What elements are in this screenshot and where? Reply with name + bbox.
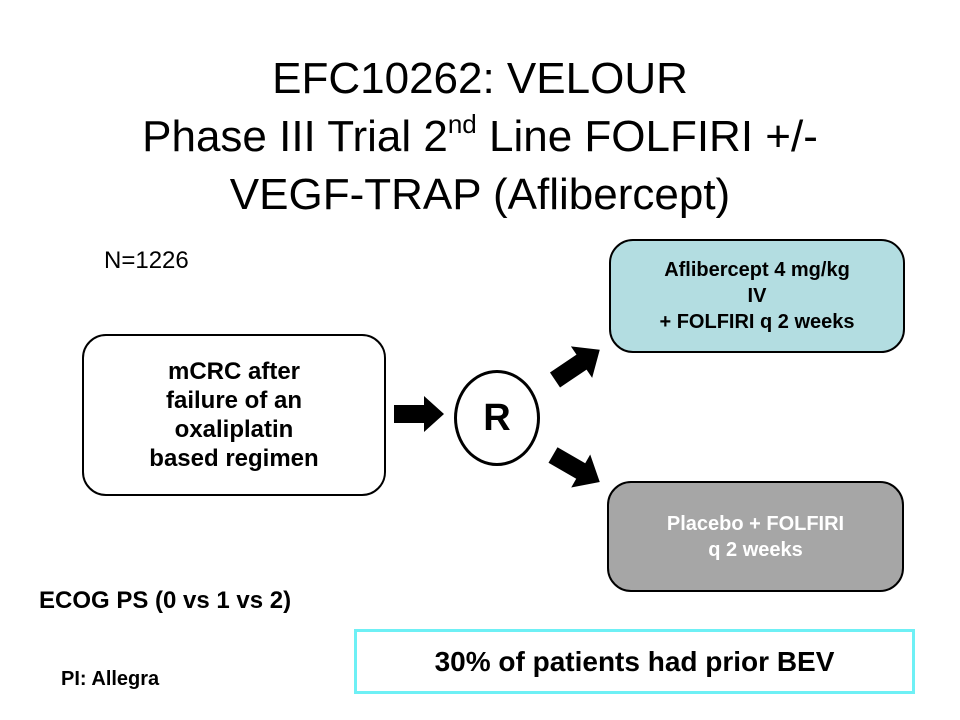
stratification-label: ECOG PS (0 vs 1 vs 2) (39, 587, 292, 614)
title-line-2-end: Line FOLFIRI +/- (476, 112, 818, 161)
randomization-circle: R (454, 370, 540, 466)
population-line: based regimen (149, 445, 319, 472)
arm-a-line: + FOLFIRI q 2 weeks (659, 311, 855, 333)
arm-a-line: IV (747, 285, 767, 307)
arrow-to-arm-b-icon (548, 447, 600, 488)
title-line-2-superscript: nd (447, 109, 477, 139)
prior-bev-callout: 30% of patients had prior BEV (354, 629, 915, 694)
population-line: mCRC after (167, 358, 301, 385)
arrow-to-randomization-icon (394, 396, 444, 432)
arm-a-line: Aflibercept 4 mg/kg (664, 259, 850, 281)
population-line: failure of an (165, 387, 303, 414)
arm-b-line: q 2 weeks (708, 538, 803, 561)
treatment-arm-aflibercept: Aflibercept 4 mg/kg IV + FOLFIRI q 2 wee… (609, 239, 905, 353)
slide-title: EFC10262: VELOUR Phase III Trial 2nd Lin… (40, 50, 920, 224)
treatment-arm-placebo: Placebo + FOLFIRI q 2 weeks (607, 481, 904, 592)
arrow-to-arm-a-icon (549, 346, 600, 388)
title-line-3: VEGF-TRAP (Aflibercept) (229, 170, 731, 219)
population-box: mCRC after failure of an oxaliplatin bas… (82, 334, 386, 496)
population-line: oxaliplatin (174, 416, 294, 443)
title-line-1: EFC10262: VELOUR (272, 54, 688, 103)
title-line-2: Phase III Trial 2nd Line FOLFIRI +/- (40, 108, 920, 166)
arm-b-line: Placebo + FOLFIRI (666, 512, 845, 535)
principal-investigator-label: PI: Allegra (61, 668, 160, 690)
sample-size-label: N=1226 (104, 247, 189, 274)
title-line-2-start: Phase III Trial 2 (142, 112, 448, 161)
